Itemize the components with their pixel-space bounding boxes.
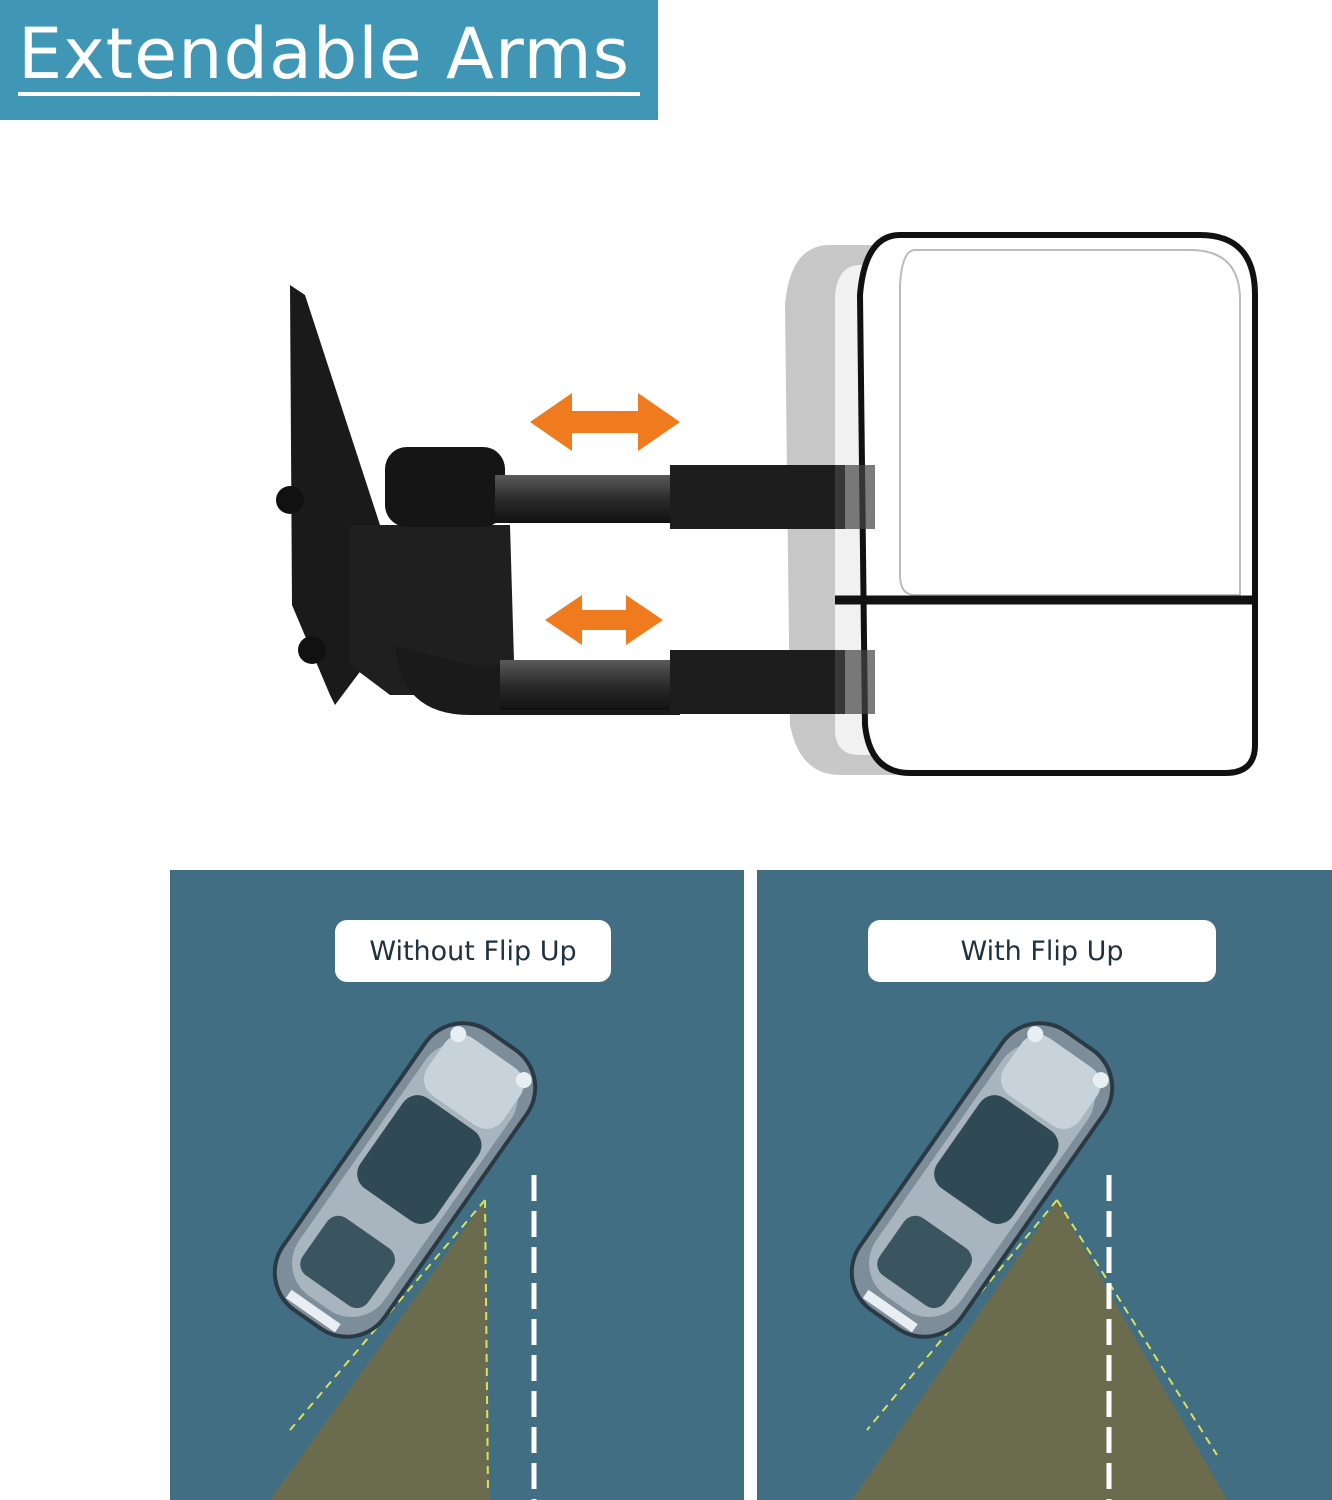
double-arrow-icon	[530, 393, 680, 451]
label-text: With Flip Up	[960, 935, 1124, 967]
title-underline	[18, 92, 640, 96]
label-text: Without Flip Up	[369, 935, 577, 967]
page-title: Extendable Arms	[18, 13, 631, 95]
car-scene-with-flip	[849, 1021, 1227, 1500]
sight-line	[484, 1199, 489, 1491]
panel-with-flip-up: With Flip Up	[757, 870, 1332, 1500]
view-zone	[270, 1200, 490, 1500]
sight-line	[866, 1199, 1058, 1431]
car-icon	[272, 1021, 538, 1339]
view-zone	[852, 1200, 1227, 1500]
car-icon	[849, 1021, 1115, 1339]
towing-mirror-illustration	[276, 232, 1258, 776]
mounting-bracket	[276, 285, 515, 705]
upper-arm	[495, 465, 875, 529]
label-with-flip-up: With Flip Up	[868, 920, 1216, 982]
title-banner: Extendable Arms	[0, 0, 658, 120]
lower-arm	[395, 645, 875, 715]
mirror-head-extended	[835, 232, 1258, 776]
panel-without-flip-up: Without Flip Up	[170, 870, 744, 1500]
car-scene-without-flip	[270, 1021, 538, 1500]
label-without-flip-up: Without Flip Up	[335, 920, 611, 982]
double-arrow-icon	[545, 595, 663, 645]
